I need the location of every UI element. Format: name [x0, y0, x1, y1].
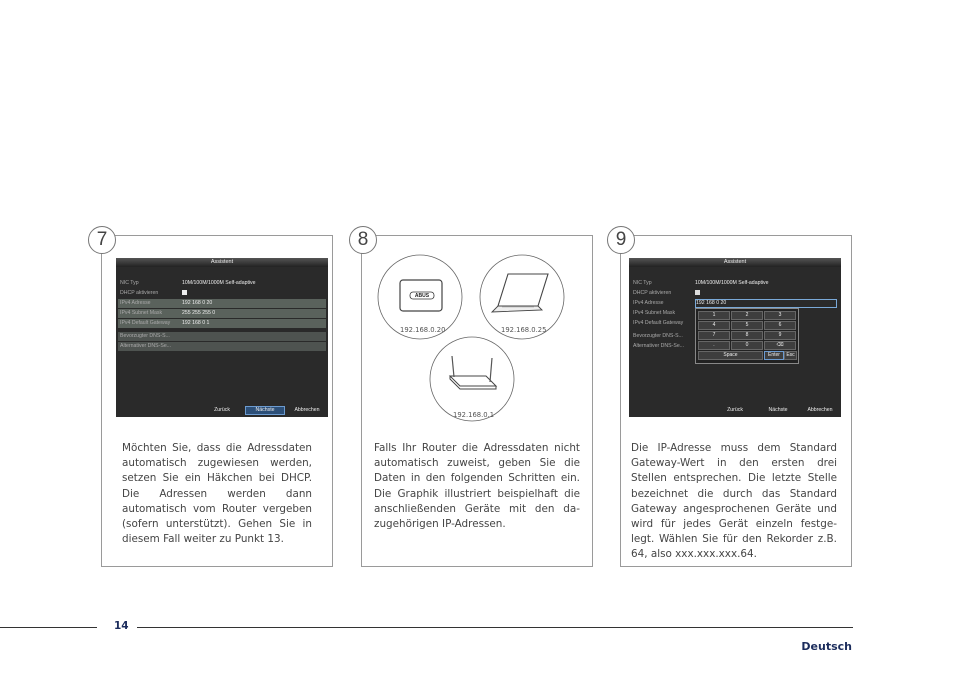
- setting-value: 192 168 0 20: [182, 300, 213, 306]
- back-button[interactable]: Zurück: [214, 407, 230, 413]
- keypad-key[interactable]: 1: [698, 311, 730, 320]
- step-9-panel: Assistent NIC Typ 10M/100M/1000M Self-ada…: [620, 235, 852, 567]
- cancel-button[interactable]: Abbrechen: [807, 407, 833, 413]
- setting-row[interactable]: IPv4 Subnet Mask: [631, 309, 839, 318]
- keypad-key[interactable]: .: [698, 341, 730, 350]
- page-number: 14: [114, 620, 129, 632]
- keypad-key[interactable]: 2: [731, 311, 763, 320]
- recorder-logo-label: ABUS: [414, 293, 430, 299]
- setting-label: NIC Typ: [633, 280, 652, 286]
- setting-value: 255 255 255 0: [182, 310, 216, 316]
- esc-key[interactable]: Esc: [784, 351, 797, 360]
- keypad-key[interactable]: 6: [764, 321, 796, 330]
- language-label: Deutsch: [801, 640, 852, 653]
- keypad-key[interactable]: 3: [764, 311, 796, 320]
- footer-rule-right: [137, 627, 853, 628]
- screen-title: Assistent: [116, 258, 328, 267]
- setting-label: DHCP aktivieren: [633, 290, 672, 296]
- dhcp-checkbox-cell: [182, 289, 324, 298]
- laptop-ip-label: 192.168.0.25: [501, 326, 547, 334]
- back-button[interactable]: Zurück: [727, 407, 743, 413]
- router-ip-label: 192.168.0.1: [453, 411, 495, 419]
- screen-title: Assistent: [629, 258, 841, 267]
- setting-row[interactable]: IPv4 Default Gateway 192 168 0 1: [118, 319, 326, 328]
- enter-key[interactable]: Enter: [764, 351, 784, 360]
- dvr-network-settings-screen: Assistent NIC Typ 10M/100M/1000M Self-ada…: [629, 258, 841, 417]
- setting-row[interactable]: NIC Typ 10M/100M/1000M Self-adaptive: [118, 279, 326, 288]
- cancel-button[interactable]: Abbrechen: [294, 407, 320, 413]
- setting-value: 10M/100M/1000M Self-adaptive: [182, 280, 256, 286]
- keypad-key[interactable]: 8: [731, 331, 763, 340]
- setting-row[interactable]: Alternativer DNS-Se...: [631, 342, 839, 351]
- numeric-keypad: 1 2 3 4 5 6 7 8 9 . 0 ⌫ Space Enter Esc: [695, 308, 799, 364]
- setting-label: NIC Typ: [120, 280, 139, 286]
- dvr-network-settings-screen: Assistent NIC Typ 10M/100M/1000M Self-ada…: [116, 258, 328, 417]
- setting-row[interactable]: Bevorzugter DNS-S...: [118, 332, 326, 341]
- checked-icon[interactable]: [182, 290, 187, 296]
- setting-label: IPv4 Default Gateway: [633, 320, 684, 326]
- setting-row[interactable]: IPv4 Subnet Mask 255 255 255 0: [118, 309, 326, 318]
- step-description: Falls Ihr Router die Adressdaten nicht a…: [374, 442, 580, 531]
- step-number-badge: 9: [607, 226, 635, 254]
- network-diagram: [377, 254, 565, 422]
- setting-label: IPv4 Default Gateway: [120, 320, 171, 326]
- setting-row[interactable]: IPv4 Adresse 192 168 0 20: [118, 299, 326, 308]
- backspace-key[interactable]: ⌫: [764, 341, 796, 350]
- setting-value: 10M/100M/1000M Self-adaptive: [695, 280, 769, 286]
- setting-row[interactable]: DHCP aktivieren: [118, 289, 326, 298]
- setting-row[interactable]: NIC Typ 10M/100M/1000M Self-adaptive: [631, 279, 839, 288]
- step-7-panel: Assistent NIC Typ 10M/100M/1000M Self-ada…: [101, 235, 333, 567]
- step-description: Die IP-Adresse muss dem Standard Gateway…: [631, 442, 837, 561]
- setting-label: DHCP aktivieren: [120, 290, 159, 296]
- setting-label: IPv4 Subnet Mask: [120, 310, 163, 316]
- keypad-key[interactable]: 7: [698, 331, 730, 340]
- keypad-key[interactable]: 5: [731, 321, 763, 330]
- setting-label: Alternativer DNS-Se...: [633, 343, 685, 349]
- step-number-badge: 8: [349, 226, 377, 254]
- next-button[interactable]: Nächste: [768, 407, 788, 413]
- keypad-key[interactable]: 4: [698, 321, 730, 330]
- step-description: Möchten Sie, dass die Adressdaten automa…: [122, 442, 312, 546]
- unchecked-icon[interactable]: [695, 290, 700, 296]
- setting-row[interactable]: Bevorzugter DNS-S...: [631, 332, 839, 341]
- recorder-ip-label: 192.168.0.20: [400, 326, 446, 334]
- ip-address-input[interactable]: 192 168 0 20: [695, 299, 837, 308]
- step-number-badge: 7: [88, 226, 116, 254]
- step-8-panel: ABUS 192.168.0.20 192.168.0.25 192.168.0…: [361, 235, 593, 567]
- setting-row[interactable]: Alternativer DNS-Se...: [118, 342, 326, 351]
- setting-row[interactable]: IPv4 Default Gateway: [631, 319, 839, 328]
- footer-rule-left: [0, 627, 97, 628]
- setting-value: 192 168 0 1: [182, 320, 210, 326]
- setting-label: Bevorzugter DNS-S...: [633, 333, 683, 339]
- setting-row[interactable]: DHCP aktivieren: [631, 289, 839, 298]
- setting-row[interactable]: IPv4 Adresse 192 168 0 20: [631, 299, 839, 308]
- setting-label: IPv4 Adresse: [633, 300, 664, 306]
- setting-label: Bevorzugter DNS-S...: [120, 333, 170, 339]
- keypad-key[interactable]: 9: [764, 331, 796, 340]
- next-button[interactable]: Nächste: [245, 406, 285, 415]
- setting-label: IPv4 Adresse: [120, 300, 151, 306]
- dhcp-checkbox-cell: [695, 289, 837, 298]
- keypad-key[interactable]: 0: [731, 341, 763, 350]
- setting-label: Alternativer DNS-Se...: [120, 343, 172, 349]
- space-key[interactable]: Space: [698, 351, 763, 360]
- setting-label: IPv4 Subnet Mask: [633, 310, 676, 316]
